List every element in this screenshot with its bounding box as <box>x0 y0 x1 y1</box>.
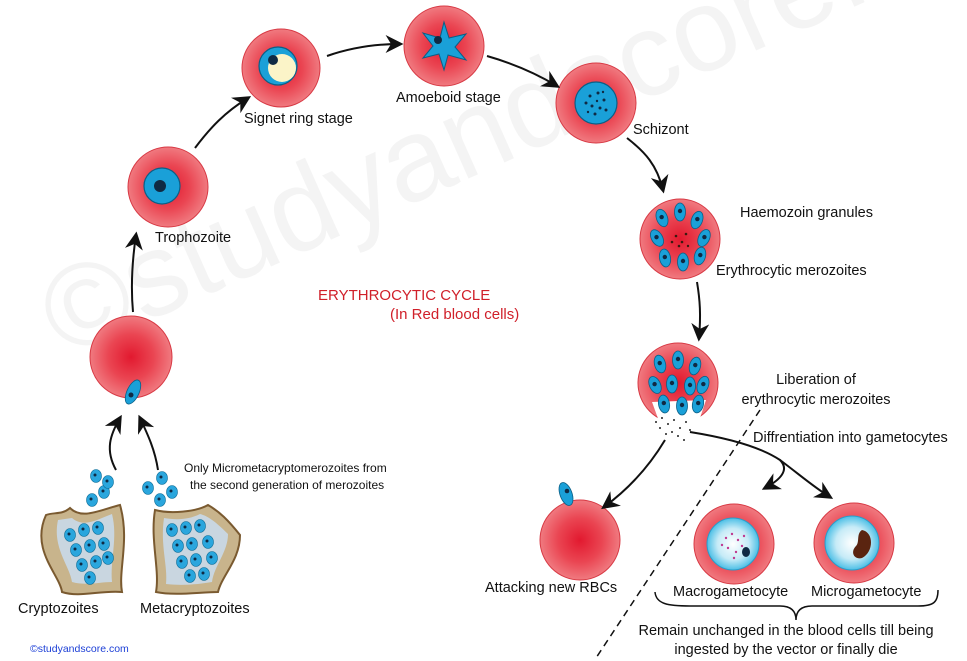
label-micromerozoites-2: the second generation of merozoites <box>190 478 385 492</box>
trophozoite-rbc <box>127 146 209 228</box>
liberation-rbc <box>637 342 719 441</box>
label-amoeboid: Amoeboid stage <box>396 90 501 106</box>
attacking-rbc <box>539 482 621 581</box>
amoeboid-rbc <box>403 5 485 87</box>
curly-brace <box>654 589 939 621</box>
label-metacryptozoites: Metacryptozoites <box>140 601 250 617</box>
cycle-subtitle: (In Red blood cells) <box>390 306 520 323</box>
dashed-divider <box>595 409 761 659</box>
macrogametocyte-rbc <box>693 503 775 585</box>
metacryptozoites-tissue <box>142 471 242 595</box>
label-micromerozoites-1: Only Micrometacryptomerozoites from <box>184 461 387 475</box>
label-liberation-1: Liberation of <box>776 372 856 388</box>
label-microgametocyte: Microgametocyte <box>811 584 922 600</box>
microgametocyte-rbc <box>813 502 895 584</box>
label-trophozoite: Trophozoite <box>155 230 232 246</box>
credit-text: ©studyandscore.com <box>30 643 129 655</box>
label-cryptozoites: Cryptozoites <box>18 601 99 617</box>
cryptozoites-tissue <box>40 469 126 596</box>
label-signet-ring: Signet ring stage <box>244 111 353 127</box>
label-liberation-2: erythrocytic merozoites <box>741 392 891 408</box>
schizont-rbc <box>555 62 637 144</box>
label-differentiation: Diffrentiation into gametocytes <box>753 430 948 446</box>
entering-merozoite-rbc <box>89 315 173 405</box>
label-remain-1: Remain unchanged in the blood cells till… <box>638 623 934 639</box>
cycle-arrows <box>104 35 834 510</box>
label-haemozoin: Haemozoin granules <box>740 205 873 221</box>
signet-ring-rbc <box>241 28 321 108</box>
label-remain-2: ingested by the vector or finally die <box>674 642 898 658</box>
cycle-title: ERYTHROCYTIC CYCLE <box>318 287 491 304</box>
label-erythrocytic-merozoites: Erythrocytic merozoites <box>716 263 867 279</box>
label-attacking: Attacking new RBCs <box>485 580 618 596</box>
merozoites-rbc <box>639 198 721 280</box>
label-macrogametocyte: Macrogametocyte <box>673 584 789 600</box>
label-schizont: Schizont <box>633 122 689 138</box>
